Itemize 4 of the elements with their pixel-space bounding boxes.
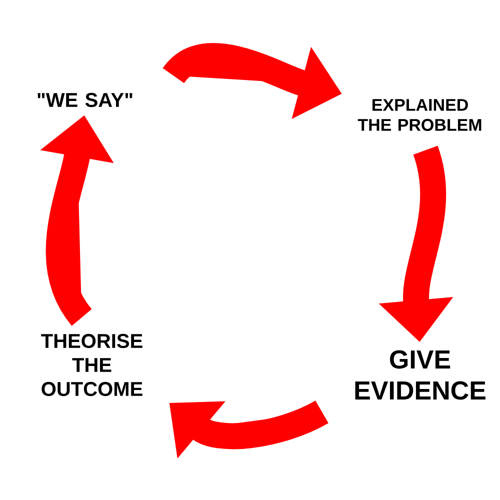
caption-text: GIVE EVIDENCE	[355, 350, 486, 400]
caption-text: THEORISE THE OUTCOME	[41, 334, 142, 396]
caption-text: "WE SAY"	[38, 92, 132, 108]
caption-text: EXPLAINED THE PROBLEM	[358, 99, 482, 131]
